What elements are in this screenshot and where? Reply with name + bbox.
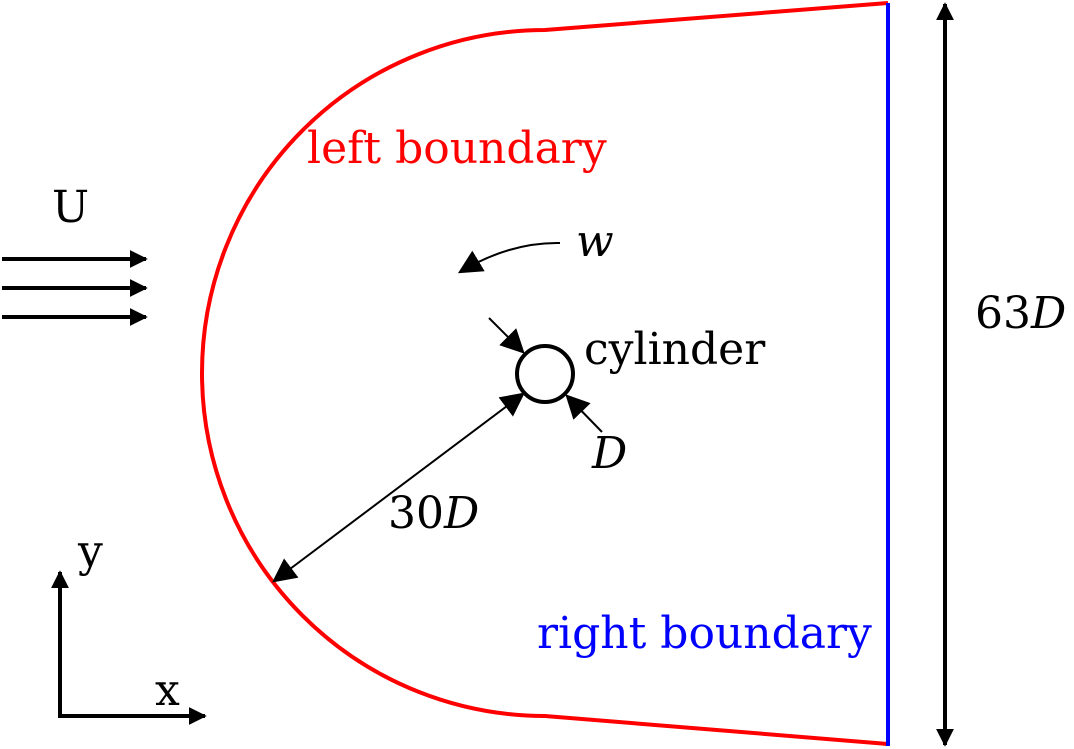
radius-dimension-arrow	[272, 392, 525, 583]
cylinder-circle	[515, 344, 575, 404]
right-boundary-label: right boundary	[537, 608, 872, 659]
diameter-arrow-upper	[488, 317, 525, 354]
axis-x-label: x	[155, 665, 180, 716]
radius-value: 30	[388, 488, 444, 539]
rotation-arrow	[457, 241, 561, 274]
rotation-label: w	[576, 216, 614, 267]
left-boundary-label: left boundary	[307, 123, 607, 174]
height-value: 63	[975, 288, 1031, 339]
left-boundary-curve	[200, 1, 889, 746]
radius-label: 30D	[388, 488, 479, 539]
height-unit: D	[1030, 288, 1066, 339]
diameter-arrow-lower	[565, 394, 603, 433]
flow-velocity-label: U	[52, 182, 89, 233]
axis-y-label: y	[77, 526, 103, 577]
height-label: 63D	[975, 288, 1066, 339]
radius-unit: D	[443, 488, 479, 539]
cylinder-label: cylinder	[584, 324, 766, 375]
diameter-label: D	[591, 428, 627, 479]
